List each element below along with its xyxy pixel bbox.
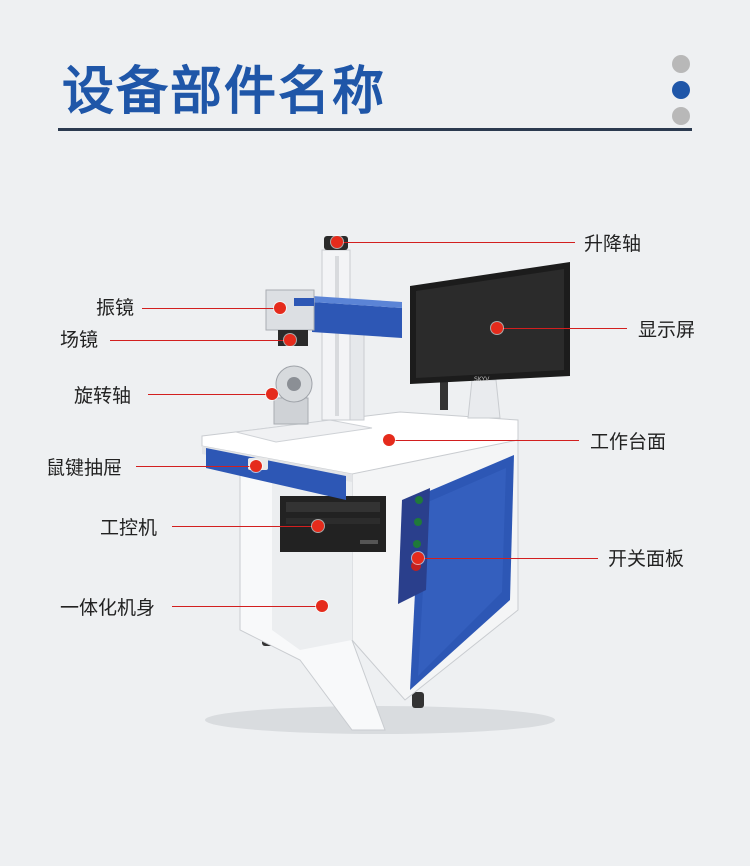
title-divider — [58, 128, 692, 131]
display-marker — [491, 322, 503, 334]
integrated-body-marker — [316, 600, 328, 612]
caster-front-right — [412, 692, 424, 708]
pager-dot-2-active — [672, 81, 690, 99]
laser-arm — [312, 302, 402, 338]
label-rotary-axis: 旋转轴 — [74, 385, 132, 407]
monitor-brand: SKYV — [474, 376, 490, 383]
switch-panel-leader — [418, 558, 598, 559]
lift-axis-marker — [331, 236, 343, 248]
rotary-axis-marker — [266, 388, 278, 400]
industrial-pc-marker — [312, 520, 324, 532]
label-worktable: 工作台面 — [590, 431, 667, 453]
worktable-leader — [389, 440, 579, 441]
switch-green-3 — [413, 540, 421, 548]
field-lens-leader — [110, 340, 290, 341]
monitor-screen — [416, 269, 564, 378]
industrial-pc-leader — [172, 526, 318, 527]
rotary-base — [273, 397, 309, 425]
galvo-leader — [142, 308, 280, 309]
keyboard-drawer-front — [206, 448, 346, 500]
galvo-marker — [274, 302, 286, 314]
field-lens-marker — [284, 334, 296, 346]
label-switch-panel: 开关面板 — [608, 548, 685, 570]
switch-panel-marker — [412, 552, 424, 564]
display-leader — [497, 328, 627, 329]
switch-green-1 — [415, 496, 423, 504]
label-integrated-body: 一体化机身 — [60, 597, 156, 619]
lift-axis-leader — [337, 242, 575, 243]
monitor-cable — [440, 380, 448, 410]
pager-dot-3 — [672, 107, 690, 125]
page-title: 设备部件名称 — [62, 62, 387, 122]
integrated-body-leader — [172, 606, 322, 607]
galvo-head — [265, 289, 315, 331]
keyboard-drawer-leader — [136, 466, 256, 467]
pager-dot-1 — [672, 55, 690, 73]
label-keyboard-drawer: 鼠键抽屉 — [46, 457, 123, 479]
label-display: 显示屏 — [638, 319, 696, 341]
label-lift-axis: 升降轴 — [584, 233, 642, 255]
monitor-stand — [467, 379, 501, 419]
worktable-marker — [383, 434, 395, 446]
blue-panel-highlight — [418, 468, 506, 676]
label-field-lens: 场镜 — [60, 329, 99, 351]
rotary-axis-leader — [148, 394, 272, 395]
label-galvo: 振镜 — [96, 297, 135, 319]
keyboard-drawer-marker — [250, 460, 262, 472]
switch-green-2 — [414, 518, 422, 526]
label-industrial-pc: 工控机 — [100, 517, 158, 539]
